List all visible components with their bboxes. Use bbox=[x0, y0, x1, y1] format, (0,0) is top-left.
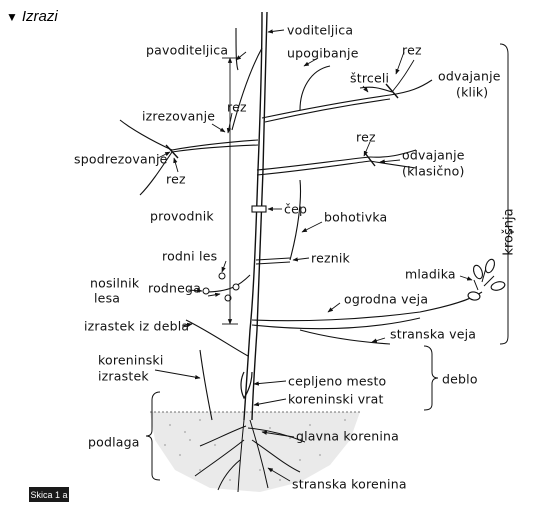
trunk-shoot bbox=[185, 319, 249, 421]
middle-branch bbox=[256, 149, 417, 176]
top-branch bbox=[261, 59, 433, 123]
stubs bbox=[251, 179, 302, 265]
label-bohotivka: bohotivka bbox=[324, 209, 388, 225]
label-rez-izrez: rez bbox=[227, 99, 247, 115]
label-rez-mid: rez bbox=[356, 129, 376, 145]
label-odvajanje-klik-1: odvajanje bbox=[438, 68, 501, 84]
leader-arrows bbox=[154, 29, 473, 482]
label-rez-spod: rez bbox=[166, 171, 186, 187]
label-reznik: reznik bbox=[311, 250, 350, 266]
sketch-badge: Skica 1 a bbox=[29, 487, 69, 502]
trunk bbox=[240, 11, 268, 421]
side-leader bbox=[231, 27, 263, 131]
label-koreninski-2: izrastek bbox=[98, 368, 149, 384]
label-podlaga: podlaga bbox=[88, 434, 140, 450]
label-cep: čep bbox=[284, 201, 308, 217]
fruiting-wood bbox=[202, 272, 251, 302]
label-rodnega: rodnega bbox=[148, 280, 202, 296]
label-mladika: mladika bbox=[405, 266, 456, 282]
brackets bbox=[145, 43, 515, 481]
label-krosnja: krošnja bbox=[501, 208, 517, 256]
label-pavoditeljica: pavoditeljica bbox=[146, 42, 229, 58]
label-provodnik: provodnik bbox=[150, 208, 214, 224]
label-stranska-veja: stranska veja bbox=[390, 326, 477, 342]
label-cepljeno-mesto: cepljeno mesto bbox=[288, 373, 387, 389]
left-branch bbox=[119, 119, 259, 196]
label-spodrezovanje: spodrezovanje bbox=[74, 151, 168, 167]
provodnik-dimension bbox=[222, 57, 238, 325]
label-odvajanje-klas-1: odvajanje bbox=[402, 147, 465, 163]
label-glavna-korenina: glavna korenina bbox=[296, 428, 399, 444]
roots bbox=[194, 419, 306, 493]
label-izrezovanje: izrezovanje bbox=[142, 108, 216, 124]
label-deblo: deblo bbox=[442, 371, 478, 387]
label-koreninski-1: koreninski bbox=[98, 352, 164, 368]
label-odvajanje-klas-2: (klasično) bbox=[402, 163, 465, 179]
label-rodni-les: rodni les bbox=[162, 248, 218, 264]
triangle-marker-icon: ▼ bbox=[6, 10, 18, 24]
label-upogibanje: upogibanje bbox=[287, 45, 359, 61]
page-title: ▼Izrazi bbox=[6, 8, 58, 25]
soil bbox=[150, 411, 360, 492]
label-voditeljica: voditeljica bbox=[287, 22, 354, 38]
label-koreninski-vrat: koreninski vrat bbox=[288, 391, 384, 407]
label-nosilnik-1: nosilnik bbox=[90, 275, 140, 291]
label-izrastek-iz-debla: izrastek iz debla bbox=[84, 318, 190, 334]
label-ogrodna-veja: ogrodna veja bbox=[344, 291, 429, 307]
label-rez-top: rez bbox=[402, 42, 422, 58]
label-strceli: štrceli bbox=[350, 70, 390, 86]
label-stranska-korenina: stranska korenina bbox=[292, 476, 407, 492]
label-odvajanje-klik-2: (klik) bbox=[456, 84, 489, 100]
scaffold-branch bbox=[251, 258, 506, 345]
title-text: Izrazi bbox=[21, 8, 58, 25]
label-nosilnik-2: lesa bbox=[94, 290, 121, 306]
